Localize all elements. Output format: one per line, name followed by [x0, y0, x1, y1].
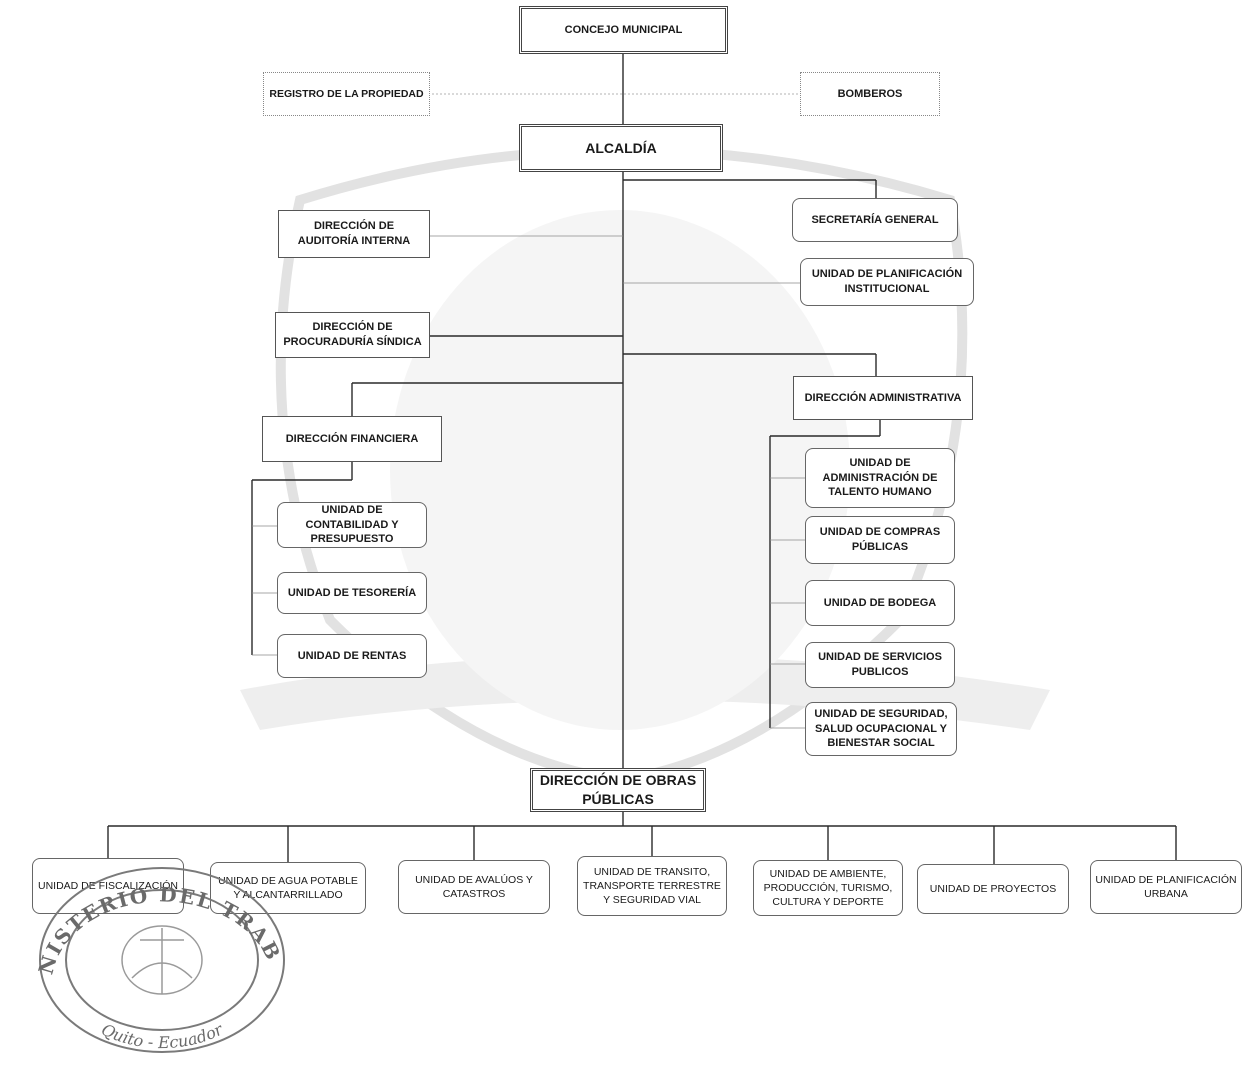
obras-unit-transito: UNIDAD DE TRANSITO, TRANSPORTE TERRESTRE…: [577, 856, 727, 916]
servicios-publicos-box: UNIDAD DE SERVICIOS PUBLICOS: [805, 642, 955, 688]
talento-humano-box: UNIDAD DE ADMINISTRACIÓN DE TALENTO HUMA…: [805, 448, 955, 508]
concejo-municipal-box: CONCEJO MUNICIPAL: [519, 6, 728, 54]
svg-text:Quito - Ecuador: Quito - Ecuador: [98, 1019, 226, 1052]
obras-publicas-box: DIRECCIÓN DE OBRAS PÚBLICAS: [530, 768, 706, 812]
rentas-box: UNIDAD DE RENTAS: [277, 634, 427, 678]
alcaldia-box: ALCALDÍA: [519, 124, 723, 172]
registro-propiedad-box: REGISTRO DE LA PROPIEDAD: [263, 72, 430, 116]
seguridad-salud-box: UNIDAD DE SEGURIDAD, SALUD OCUPACIONAL Y…: [805, 702, 957, 756]
procuraduria-sindica-box: DIRECCIÓN DE PROCURADURÍA SÍNDICA: [275, 312, 430, 358]
secretaria-general-box: SECRETARÍA GENERAL: [792, 198, 958, 242]
bodega-box: UNIDAD DE BODEGA: [805, 580, 955, 626]
obras-unit-agua-potable: UNIDAD DE AGUA POTABLE Y ALCANTARRILLADO: [210, 862, 366, 914]
stamp-text-top: MINISTERIO DEL TRABAJO: [20, 839, 284, 977]
direccion-administrativa-box: DIRECCIÓN ADMINISTRATIVA: [793, 376, 973, 420]
ministerio-stamp: MINISTERIO DEL TRABAJO Quito - Ecuador: [20, 839, 292, 1058]
auditoria-interna-box: DIRECCIÓN DE AUDITORÍA INTERNA: [278, 210, 430, 258]
direccion-financiera-box: DIRECCIÓN FINANCIERA: [262, 416, 442, 462]
obras-unit-ambiente: UNIDAD DE AMBIENTE, PRODUCCIÓN, TURISMO,…: [753, 860, 903, 916]
stamp-text-bottom: Quito - Ecuador: [98, 1019, 226, 1052]
bomberos-box: BOMBEROS: [800, 72, 940, 116]
obras-unit-avaluos: UNIDAD DE AVALÚOS Y CATASTROS: [398, 860, 550, 914]
compras-publicas-box: UNIDAD DE COMPRAS PÚBLICAS: [805, 516, 955, 564]
obras-unit-proyectos: UNIDAD DE PROYECTOS: [917, 864, 1069, 914]
obras-unit-planificacion-urbana: UNIDAD DE PLANIFICACIÓN URBANA: [1090, 860, 1242, 914]
planificacion-institucional-box: UNIDAD DE PLANIFICACIÓN INSTITUCIONAL: [800, 258, 974, 306]
tesoreria-box: UNIDAD DE TESORERÍA: [277, 572, 427, 614]
contabilidad-presupuesto-box: UNIDAD DE CONTABILIDAD Y PRESUPUESTO: [277, 502, 427, 548]
svg-text:MINISTERIO DEL TRABAJO: MINISTERIO DEL TRABAJO: [32, 858, 286, 977]
